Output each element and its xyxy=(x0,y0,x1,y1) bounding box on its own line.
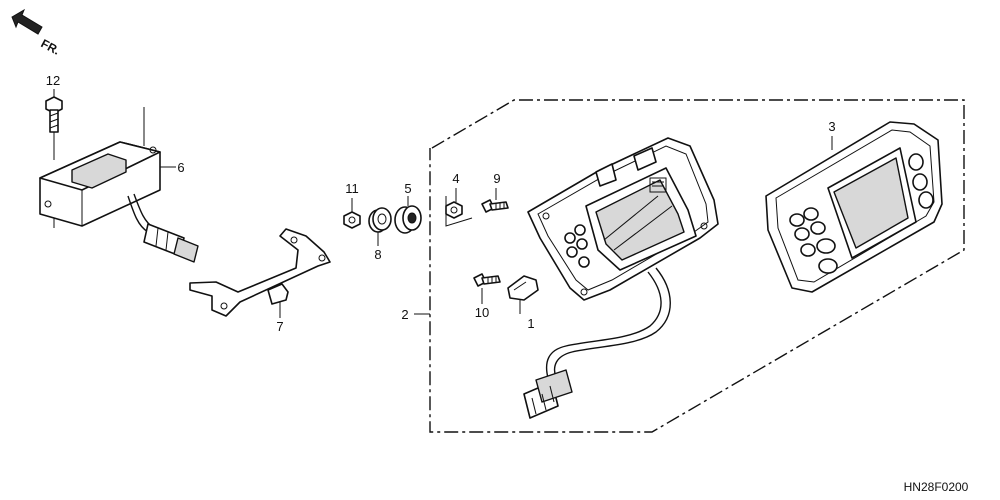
callout-1: 1 xyxy=(527,316,534,331)
part-12-bolt xyxy=(45,96,63,133)
callout-3: 3 xyxy=(828,119,835,134)
front-label: FR. xyxy=(39,36,63,57)
callout-8: 8 xyxy=(374,247,381,262)
part-4-nut xyxy=(445,201,463,219)
part-10-screw xyxy=(473,273,501,287)
callout-4: 4 xyxy=(452,171,459,186)
callout-9: 9 xyxy=(493,171,500,186)
callout-11: 11 xyxy=(345,181,359,196)
part-5-grommet xyxy=(394,205,422,234)
part-11-nut xyxy=(343,211,361,229)
part-8-collar xyxy=(368,207,392,233)
callout-6: 6 xyxy=(177,160,184,175)
part-9-screw xyxy=(481,199,509,213)
callout-5: 5 xyxy=(404,181,411,196)
part-3-meter-cover xyxy=(765,121,943,293)
part-7-bracket xyxy=(189,228,331,317)
diagram-code: HN28F0200 xyxy=(904,480,969,494)
part-1-clamp xyxy=(507,275,539,301)
part-6-control-unit xyxy=(39,141,199,263)
assembly-boundary xyxy=(429,99,965,433)
meter-assembly xyxy=(523,137,719,419)
callout-2: 2 xyxy=(401,307,408,322)
callout-12: 12 xyxy=(46,73,60,88)
callout-10: 10 xyxy=(475,305,489,320)
callout-7: 7 xyxy=(276,319,283,334)
front-direction-arrow: FR. xyxy=(11,8,63,58)
